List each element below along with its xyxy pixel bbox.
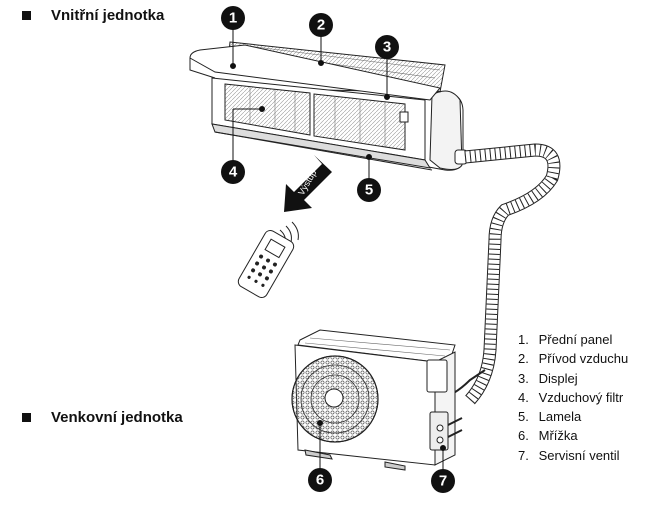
legend-item: 2. Přívod vzduchu — [518, 351, 629, 367]
callout-5: 5 — [357, 178, 381, 202]
airflow-arrow: Výstup — [284, 155, 332, 212]
display-window — [399, 111, 409, 123]
legend-item: 6. Mřížka — [518, 428, 578, 444]
air-filter-right — [313, 93, 406, 151]
louver — [211, 123, 432, 169]
svg-text:7: 7 — [439, 473, 447, 490]
outdoor-unit-heading: Venkovní jednotka — [22, 409, 183, 426]
svg-text:1: 1 — [229, 10, 237, 27]
legend-item: 4. Vzduchový filtr — [518, 389, 624, 405]
outdoor-unit-title: Venkovní jednotka — [51, 409, 183, 426]
legend-item: 7. Servisní ventil — [518, 447, 620, 463]
indoor-unit-title: Vnitřní jednotka — [51, 7, 165, 24]
indoor-unit — [189, 41, 468, 171]
callout-3: 3 — [375, 35, 399, 59]
electrical-cover — [426, 359, 448, 393]
square-bullet-icon — [22, 413, 31, 422]
air-filter-left — [224, 83, 311, 136]
legend-item: 5. Lamela — [518, 409, 582, 425]
square-bullet-icon — [22, 11, 31, 20]
callout-4: 4 — [221, 160, 245, 184]
callout-2: 2 — [309, 13, 333, 37]
parts-legend: 1. Přední panel 2. Přívod vzduchu 3. Dis… — [518, 330, 628, 465]
callout-1: 1 — [221, 6, 245, 30]
front-panel-shape — [189, 44, 441, 101]
callout-6: 6 — [308, 468, 332, 492]
svg-text:5: 5 — [365, 182, 373, 199]
svg-text:3: 3 — [383, 39, 391, 56]
svg-text:6: 6 — [316, 472, 324, 489]
svg-text:4: 4 — [229, 164, 238, 181]
indoor-unit-heading: Vnitřní jednotka — [22, 7, 164, 24]
end-cap — [429, 90, 463, 170]
remote-control — [237, 221, 299, 299]
callout-7: 7 — [431, 469, 455, 493]
refrigerant-pipe — [437, 143, 561, 405]
outdoor-unit — [291, 329, 463, 471]
svg-text:2: 2 — [317, 17, 325, 34]
legend-item: 3. Displej — [518, 370, 578, 386]
legend-item: 1. Přední panel — [518, 332, 613, 347]
